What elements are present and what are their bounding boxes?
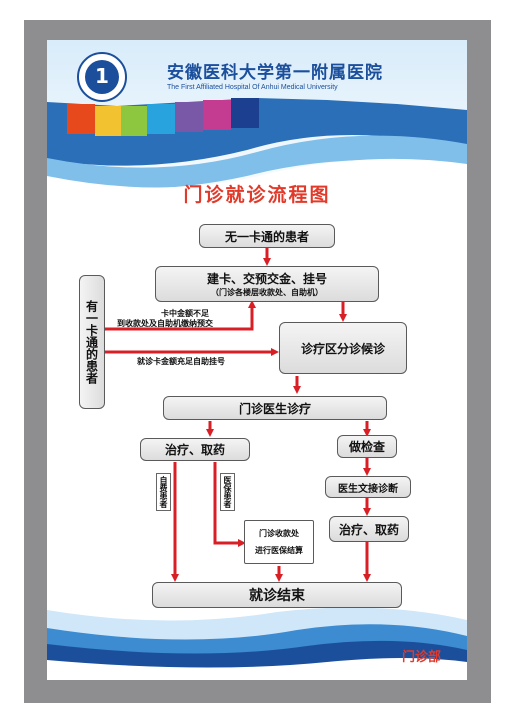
- hospital-name-en: The First Affiliated Hospital Of Anhui M…: [167, 84, 338, 91]
- hospital-name-cn: 安徽医科大学第一附属医院: [167, 63, 383, 83]
- node-report: 医生文接诊断: [325, 476, 411, 498]
- label-insured: 医保患者: [220, 473, 235, 511]
- register-step-label: 建卡、交预交金、挂号: [206, 272, 327, 286]
- node-doctor: 门诊医生诊疗: [163, 396, 387, 420]
- note-insufficient-line2: 到收款处及自助机缴纳预交: [117, 319, 213, 328]
- hospital-logo: 1: [77, 52, 127, 102]
- poster-title: 门诊就诊流程图: [183, 184, 331, 206]
- node-treatment-right: 治疗、取药: [329, 516, 409, 542]
- register-step-note: （门诊各楼层收款处、自助机）: [211, 288, 323, 297]
- footer-decoration: [47, 607, 467, 680]
- note-sufficient: 就诊卡金额充足自助挂号: [137, 357, 225, 366]
- node-no-card-patient: 无一卡通的患者: [199, 224, 335, 248]
- node-treatment-left: 治疗、取药: [140, 438, 250, 461]
- arrow-insufficient-balance: [105, 300, 256, 331]
- node-exam: 做检查: [337, 435, 397, 458]
- node-cashier: 门诊收款处 进行医保结算: [244, 520, 314, 564]
- node-register: 建卡、交预交金、挂号 （门诊各楼层收款处、自助机）: [155, 266, 379, 302]
- department-label: 门诊部: [402, 650, 442, 665]
- label-self-pay: 自费患者: [156, 473, 171, 511]
- flow-arrows: [105, 248, 371, 582]
- cashier-line2: 进行医保结算: [255, 546, 303, 555]
- node-end: 就诊结束: [152, 582, 402, 608]
- logo-emblem: 1: [85, 60, 119, 94]
- node-has-card-patient: 有一卡通的患者: [79, 275, 105, 409]
- note-insufficient-line1: 卡中金额不足: [161, 309, 209, 318]
- cashier-line1: 门诊收款处: [259, 529, 299, 538]
- node-triage: 诊疗区分诊候诊: [279, 322, 407, 374]
- logo-number: 1: [95, 64, 109, 88]
- flowchart-poster: 1 安徽医科大学第一附属医院 The First Affiliated Hosp…: [47, 40, 467, 680]
- arrow-insured-to-cashier: [213, 462, 246, 547]
